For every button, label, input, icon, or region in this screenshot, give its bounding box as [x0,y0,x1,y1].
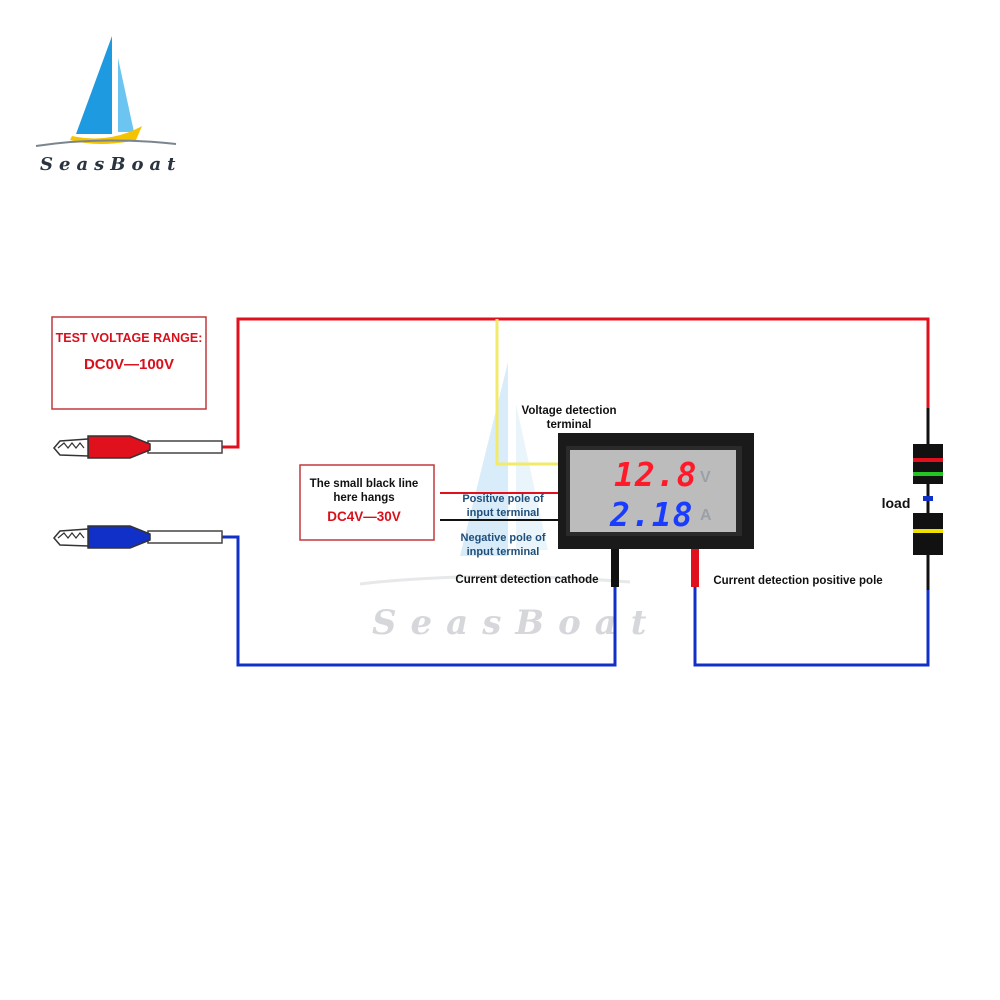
voltage-reading: 12.8 [614,455,697,494]
current-cathode-label: Current detection cathode [455,574,598,586]
blue-alligator-clip [53,525,223,549]
small-line-box: The small black line here hangs DC4V—30V [299,464,435,541]
load-upper-body [913,444,943,484]
logo-hull [70,126,142,144]
load-resistor [913,408,943,590]
current-unit: A [700,507,712,524]
load-lower-yellow-band [913,529,943,533]
current-positive-label: Current detection positive pole [713,575,882,587]
red-wire-top [222,317,930,449]
watermark-sail-right [516,404,548,550]
voltage-terminal-label-1: Voltage detection [522,405,617,417]
blue-clip-boot [87,525,151,549]
load-label: load [882,495,911,511]
load-middle-blue-mark [923,496,933,501]
red-clip-teeth [57,442,85,449]
blue-clip-lead [147,530,223,544]
blue-wire-left [222,535,617,667]
voltage-terminal-label-2: terminal [547,419,592,431]
terminal-labels: Voltage detection terminal Positive pole… [455,405,910,587]
positive-input-label-1: Positive pole of [462,493,544,505]
load-lower-body [913,513,943,555]
yellow-voltage-wire [495,319,568,466]
load-upper-red-band [913,458,943,462]
blue-wire-right [693,582,930,667]
small-line-text-2: here hangs [333,492,394,504]
logo-sail-left [76,36,112,134]
wires [222,317,930,667]
test-voltage-title: TEST VOLTAGE RANGE: [56,331,203,345]
logo-text: SeasBoat [40,154,181,175]
test-voltage-range: DC0V—100V [84,356,174,373]
positive-lead [691,549,699,587]
red-clip-lead [147,440,223,454]
watermark-wave [359,574,631,586]
volt-amp-meter: 12.8 V 2.18 A [558,433,754,587]
logo-wave [35,139,177,147]
negative-input-label-2: input terminal [467,546,540,558]
cathode-lead [611,549,619,587]
test-voltage-box: TEST VOLTAGE RANGE: DC0V—100V [51,316,207,410]
blue-clip-teeth [57,532,85,539]
load-upper-green-band [913,472,943,476]
watermark-text: SeasBoat [372,603,661,643]
watermark-sail-left [460,362,508,556]
current-reading: 2.18 [609,495,693,534]
small-line-range: DC4V—30V [327,509,401,524]
positive-input-label-2: input terminal [467,507,540,519]
meter-display [570,450,736,532]
voltage-unit: V [700,469,711,486]
red-clip-boot [87,435,151,459]
red-alligator-clip [53,435,223,459]
test-voltage-box-border [51,316,207,410]
seasboat-logo: SeasBoat [35,36,181,175]
small-line-box-border [299,464,435,541]
small-line-text-1: The small black line [310,478,419,490]
negative-input-label-1: Negative pole of [461,532,546,544]
logo-sail-right [118,58,134,132]
